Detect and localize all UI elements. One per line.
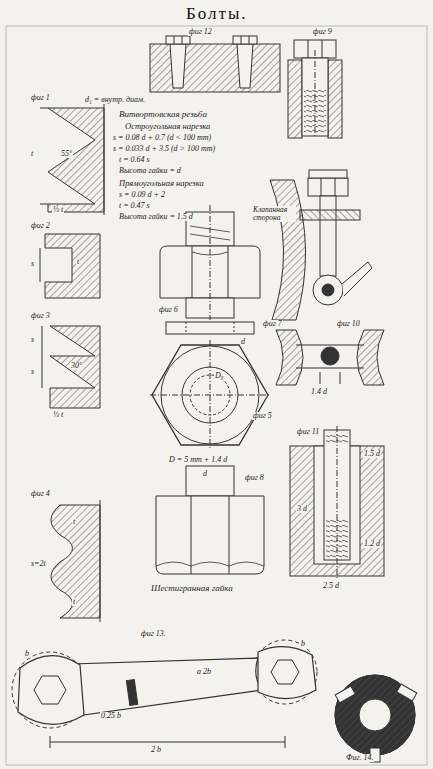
dimension-label: D₀ (214, 372, 225, 380)
dimension-label: t (72, 598, 76, 606)
dimension-label: s = 0.09 d + 2 (118, 191, 166, 199)
dimension-label: 3 d (296, 505, 308, 513)
dimension-label: Остроугольная нарезка (124, 122, 211, 131)
dimension-label: d (202, 470, 208, 478)
dimension-label: s = 0.08 d + 0.7 (d < 100 mm) (112, 134, 212, 142)
dimension-label: 2.5 d (322, 582, 340, 590)
dimension-label: t = 0.47 s (118, 202, 151, 210)
figure-number: фиг 6 (158, 306, 179, 314)
dimension-label: 0.25 b (100, 712, 122, 720)
dimension-label: Высота гайки = d (118, 167, 182, 175)
dimension-label: Клапанная сторона (252, 206, 296, 222)
dimension-label: t (72, 518, 76, 526)
dimension-label: s (30, 368, 35, 376)
dimension-label: 1.5 d (363, 450, 381, 458)
figure-number: фиг 7 (262, 320, 283, 328)
figure-number: фиг 4 (30, 490, 51, 498)
dimension-label: Прямоугольная нарезка (118, 179, 205, 188)
figure-number: фиг 1 (30, 94, 51, 102)
dimension-label: t (76, 258, 80, 266)
figure-number: фиг 13. (140, 630, 167, 638)
dimension-label: Витвортовская резьба (118, 110, 208, 119)
figure-number: фиг 8 (244, 474, 265, 482)
figure-number: фиг 5 (252, 412, 273, 420)
dimension-label: 55° (60, 150, 73, 158)
dimension-label: s (30, 336, 35, 344)
figure-number: фиг 10 (336, 320, 361, 328)
figure-number: фиг 11 (296, 428, 320, 436)
dimension-label: d₁ = внутр. диам. (84, 96, 146, 104)
dimension-label: s (30, 260, 35, 268)
figure-number: фиг 3 (30, 312, 51, 320)
dimension-label: ⅓ t (52, 206, 64, 214)
page-title: Болты. (186, 4, 248, 24)
dimension-label: D = 5 mm + 1.4 d (168, 456, 228, 464)
figure-number: Фиг. 14. (345, 754, 374, 762)
dimension-label: Высота гайки = 1.5 d (118, 213, 194, 221)
dimension-label: s = 0.033 d + 3.5 (d > 100 mm) (112, 145, 216, 153)
figure-number: фиг 12 (188, 28, 213, 36)
dimension-label: t (30, 150, 34, 158)
dimension-label: 2 b (150, 746, 162, 754)
dimension-label: s=2t (30, 560, 47, 568)
dimension-label: 30° (70, 362, 83, 370)
dimension-label: 1.4 d (310, 388, 328, 396)
dimension-label: Шестигранная гайка (150, 584, 234, 593)
dimension-label: b (300, 640, 306, 648)
dimension-label: a 2b (196, 668, 212, 676)
figure-number: фиг 2 (30, 222, 51, 230)
dimension-label: d (240, 338, 246, 346)
dimension-label: ⅓ t (52, 411, 64, 419)
dimension-label: b (24, 650, 30, 658)
dimension-label: t = 0.64 s (118, 156, 151, 164)
figure-number: фиг 9 (312, 28, 333, 36)
dimension-label: 1.2 d (363, 540, 381, 548)
